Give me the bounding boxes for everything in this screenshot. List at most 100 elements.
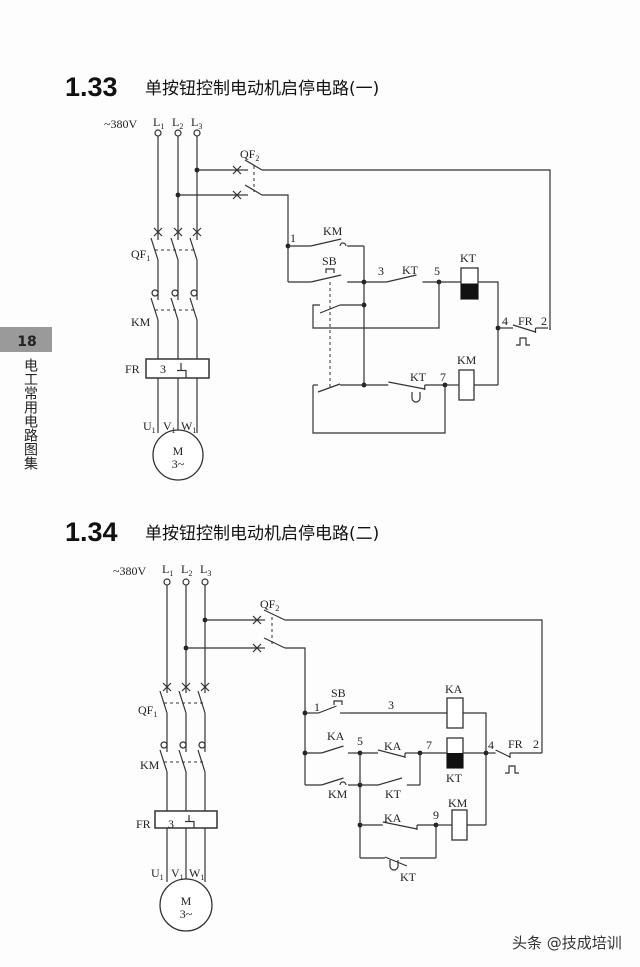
book-title: 电工常用电路图集 — [22, 358, 38, 470]
qf1-pole — [197, 690, 206, 714]
ka-coil — [446, 697, 464, 729]
qf2-pole — [263, 637, 286, 649]
km-coil — [451, 809, 468, 841]
fr-contact-label: FR — [518, 314, 533, 328]
motor — [159, 878, 213, 932]
km-main-pole — [189, 297, 198, 321]
qf1-pole — [170, 237, 179, 261]
node-4: 4 — [502, 314, 508, 328]
qf1-pole — [189, 237, 198, 261]
wire — [285, 619, 543, 753]
node-7: 7 — [426, 738, 432, 752]
kt-coil-label: KT — [460, 251, 477, 265]
km-main-pole — [197, 749, 206, 773]
kt-coil-fill — [461, 283, 478, 299]
thermal-symbol — [177, 363, 187, 378]
watermark: 头条 @技成培训 — [512, 934, 622, 952]
wire — [285, 647, 306, 785]
section-title: 单按钮控制电动机启停电路(二) — [145, 524, 379, 544]
km-arc — [171, 289, 179, 297]
km-main-pole — [178, 749, 187, 773]
page-number: 18 — [17, 334, 36, 350]
km-main-label: KM — [140, 758, 160, 772]
km-main-label: KM — [131, 315, 151, 329]
fr-nc-contact — [512, 324, 536, 333]
km-main-pole — [170, 297, 179, 321]
qf1-label: QF1 — [131, 247, 150, 263]
voltage-label: ~380V — [113, 564, 146, 578]
kt-coil-fill — [447, 753, 463, 768]
thermal-relay — [145, 358, 210, 379]
node-1: 1 — [314, 700, 320, 714]
kt-timed-contact — [384, 856, 408, 867]
km-arc — [339, 781, 347, 786]
km-arc — [190, 289, 198, 297]
kt-contact — [377, 777, 403, 786]
km-contact-label: KM — [323, 224, 343, 238]
qf1-pole — [159, 690, 168, 714]
fr-poles: 3 — [168, 817, 174, 831]
qf1-label: QF1 — [138, 703, 157, 719]
km-contact-label: KM — [328, 787, 348, 801]
diagram-1-33-labels: ~380V L1 L2 L3 QF1 QF2 KM FR 3 U1 V1 W1 … — [104, 115, 547, 471]
u1-label: U1 — [151, 866, 164, 882]
km-coil — [458, 369, 475, 401]
qf2-label: QF2 — [240, 147, 259, 163]
w1-label: W1 — [181, 419, 196, 435]
wire — [312, 385, 446, 434]
kt-timed-contact — [388, 381, 425, 390]
kt-timed-contact-label: KT — [400, 870, 417, 884]
node-5: 5 — [434, 264, 440, 278]
fr-label: FR — [136, 817, 151, 831]
motor — [152, 429, 204, 481]
thermal-symbol — [185, 815, 195, 828]
fr-thermal-icon — [516, 337, 530, 346]
fr-poles: 3 — [160, 362, 166, 376]
km-arc — [151, 289, 159, 297]
u1-label: U1 — [143, 419, 156, 435]
node-5: 5 — [357, 734, 363, 748]
l2-label: L2 — [181, 562, 192, 578]
sb-button-contact — [310, 274, 342, 283]
thermal-relay — [154, 810, 218, 829]
qf2-pole — [244, 159, 263, 171]
km-main-pole — [159, 749, 168, 773]
diagram-1-34-labels: ~380V L1 L2 L3 QF1 QF2 KM FR 3 U1 V1 W1 … — [113, 562, 539, 921]
motor-phase: 3~ — [172, 457, 185, 471]
qf1-pole — [178, 690, 187, 714]
km-coil-label: KM — [457, 353, 477, 367]
ka-coil-label: KA — [445, 682, 463, 696]
ka-contact-label: KA — [327, 729, 345, 743]
section-title: 单按钮控制电动机启停电路(一) — [145, 79, 379, 99]
page-tab — [0, 327, 52, 352]
fr-thermal-icon — [505, 765, 519, 774]
node-3: 3 — [388, 698, 394, 712]
km-main-pole — [150, 297, 159, 321]
kt-contact-label: KT — [402, 263, 419, 277]
l3-label: L3 — [200, 562, 211, 578]
l3-label: L3 — [191, 115, 202, 131]
node-3: 3 — [378, 264, 384, 278]
section-number: 1.34 — [65, 517, 118, 547]
km-arc — [179, 741, 187, 749]
sb-label: SB — [331, 686, 346, 700]
qf2-pole — [263, 609, 286, 621]
timer-symbol — [389, 860, 399, 871]
ka-nc-contact — [377, 749, 406, 758]
motor-label: M — [181, 894, 192, 908]
l2-label: L2 — [172, 115, 183, 131]
section-number: 1.33 — [65, 72, 118, 102]
sb-button-contact — [318, 705, 337, 714]
ka-nc-contact-2 — [382, 821, 418, 830]
kt-coil-label: KT — [446, 771, 463, 785]
l1-label: L1 — [153, 115, 164, 131]
v1-label: V1 — [171, 866, 184, 882]
qf1-pole — [150, 237, 159, 261]
ka-contact — [321, 745, 344, 754]
motor-phase: 3~ — [180, 907, 193, 921]
sb-label: SB — [322, 254, 337, 268]
kt-timed-contact-label: KT — [410, 370, 427, 384]
ka-nc-contact-2-label: KA — [384, 811, 402, 825]
node-2: 2 — [533, 737, 539, 751]
